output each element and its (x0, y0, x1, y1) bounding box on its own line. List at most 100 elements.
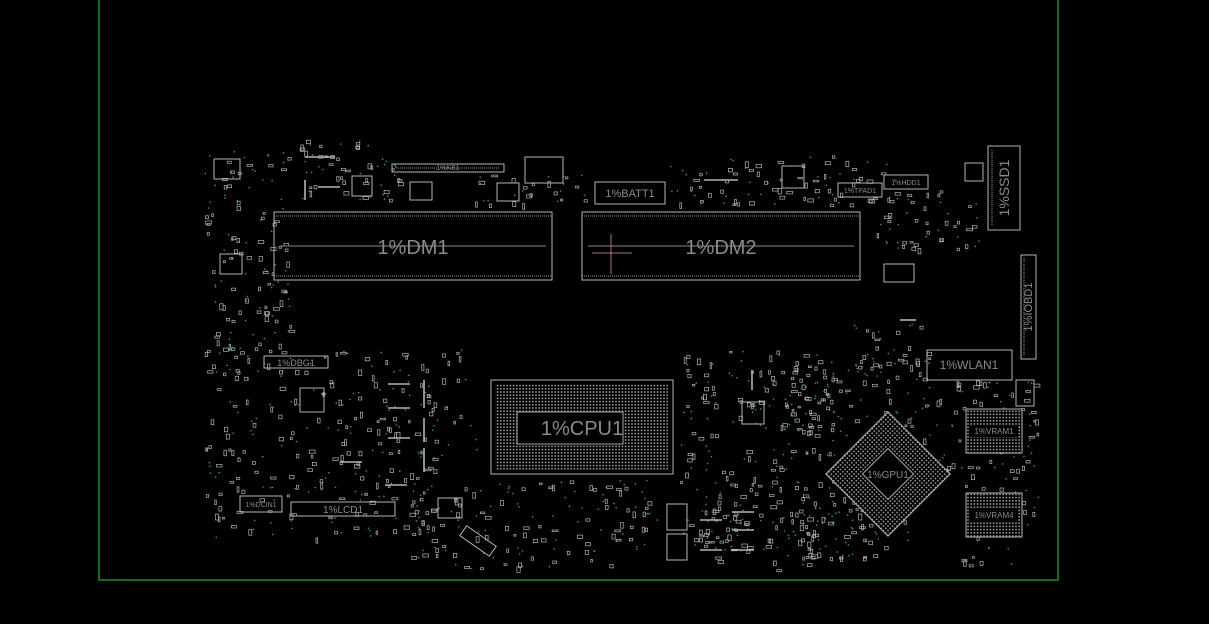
smd-component (873, 197, 878, 200)
via (683, 411, 685, 414)
smd-component (216, 332, 221, 337)
dimm-slot-dm1[interactable]: 1%DM1 (273, 211, 553, 281)
debug-connector[interactable]: 1%DBG1 (263, 355, 329, 369)
smd-component (389, 198, 393, 203)
label-batt1: 1%BATT1 (605, 188, 654, 200)
via (306, 426, 308, 429)
smd-component (870, 366, 874, 371)
smd-component (862, 380, 867, 386)
smd-component (472, 492, 476, 499)
via (784, 398, 787, 401)
smd-component (776, 350, 780, 355)
smd-component (915, 358, 920, 366)
vram-chip-1[interactable]: 1%VRAM1 (965, 408, 1023, 454)
via (312, 389, 315, 391)
smd-component (811, 417, 816, 420)
via (245, 300, 248, 302)
via (1003, 407, 1005, 409)
smd-component (216, 464, 223, 468)
smd-component (523, 532, 527, 539)
keyboard-connector[interactable]: 1%KB1 (391, 163, 505, 173)
smd-component (230, 347, 236, 351)
via (701, 510, 704, 512)
smd-component (226, 318, 231, 322)
via (705, 503, 707, 506)
smd-component (237, 457, 241, 462)
dimm-slot-dm2[interactable]: 1%DM2 (581, 211, 861, 281)
smd-component (820, 398, 825, 402)
via (246, 295, 249, 298)
smd-component (798, 540, 803, 546)
via (304, 160, 307, 163)
via (832, 501, 834, 503)
via (311, 154, 314, 156)
smd-component (433, 402, 438, 409)
smd-component (840, 557, 843, 562)
smd-component (686, 368, 690, 373)
via (831, 193, 834, 196)
via (615, 506, 617, 509)
smd-component (258, 256, 263, 262)
dc-in-connector[interactable]: 1%DCIN1 (239, 495, 283, 513)
ssd-connector[interactable]: 1%SSD1 (987, 145, 1021, 231)
via (269, 403, 271, 406)
smd-component (914, 219, 919, 223)
smd-component (523, 186, 528, 190)
smd-component (907, 418, 912, 424)
via (328, 471, 330, 474)
smd-component (228, 448, 232, 452)
via (832, 372, 835, 375)
via (308, 190, 311, 192)
lcd-connector[interactable]: 1%LCD1 (290, 501, 396, 517)
smd-component (204, 351, 208, 357)
via (819, 548, 821, 550)
smd-component (693, 179, 700, 182)
smd-component (319, 479, 324, 484)
via (866, 161, 869, 163)
smd-component (966, 228, 973, 232)
cpu-package[interactable]: 1%CPU1 (490, 379, 674, 475)
via (743, 458, 746, 460)
smd-component (383, 398, 388, 403)
hdd-connector[interactable]: 1%HDD1 (883, 174, 929, 190)
smd-component (737, 202, 741, 207)
via (428, 385, 430, 388)
smd-component (310, 455, 314, 459)
smd-component (720, 189, 724, 194)
gpu-package[interactable]: 1%GPU1 (825, 411, 951, 537)
via (228, 338, 231, 340)
via (831, 361, 833, 364)
smd-component (752, 505, 758, 508)
smd-component (719, 540, 725, 544)
smd-component (777, 188, 782, 195)
wlan-connector[interactable]: 1%WLAN1 (926, 349, 1013, 381)
via (928, 404, 930, 407)
smd-component (281, 351, 288, 355)
smd-component (374, 511, 378, 514)
via (855, 363, 857, 366)
battery-connector[interactable]: 1%BATT1 (594, 181, 666, 205)
via (399, 369, 401, 372)
smd-component (973, 399, 977, 404)
smd-component (458, 356, 462, 363)
smd-component (717, 506, 722, 511)
smd-component (1033, 420, 1037, 423)
via (280, 375, 282, 377)
via (237, 411, 239, 414)
via (909, 324, 911, 327)
io-board-connector[interactable]: 1%IOBD1 (1020, 254, 1037, 360)
smd-component (798, 392, 802, 397)
touchpad-connector[interactable]: 1%TPAD1 (837, 182, 883, 198)
smd-component (645, 506, 649, 510)
vram-chip-4[interactable]: 1%VRAM4 (965, 492, 1023, 538)
smd-component (939, 190, 944, 194)
via (771, 485, 774, 488)
smd-component (278, 437, 284, 442)
via (814, 397, 816, 400)
via (696, 488, 698, 491)
smd-component (432, 526, 435, 532)
via (846, 514, 849, 516)
smd-component (258, 342, 262, 347)
smd-component (434, 439, 439, 444)
